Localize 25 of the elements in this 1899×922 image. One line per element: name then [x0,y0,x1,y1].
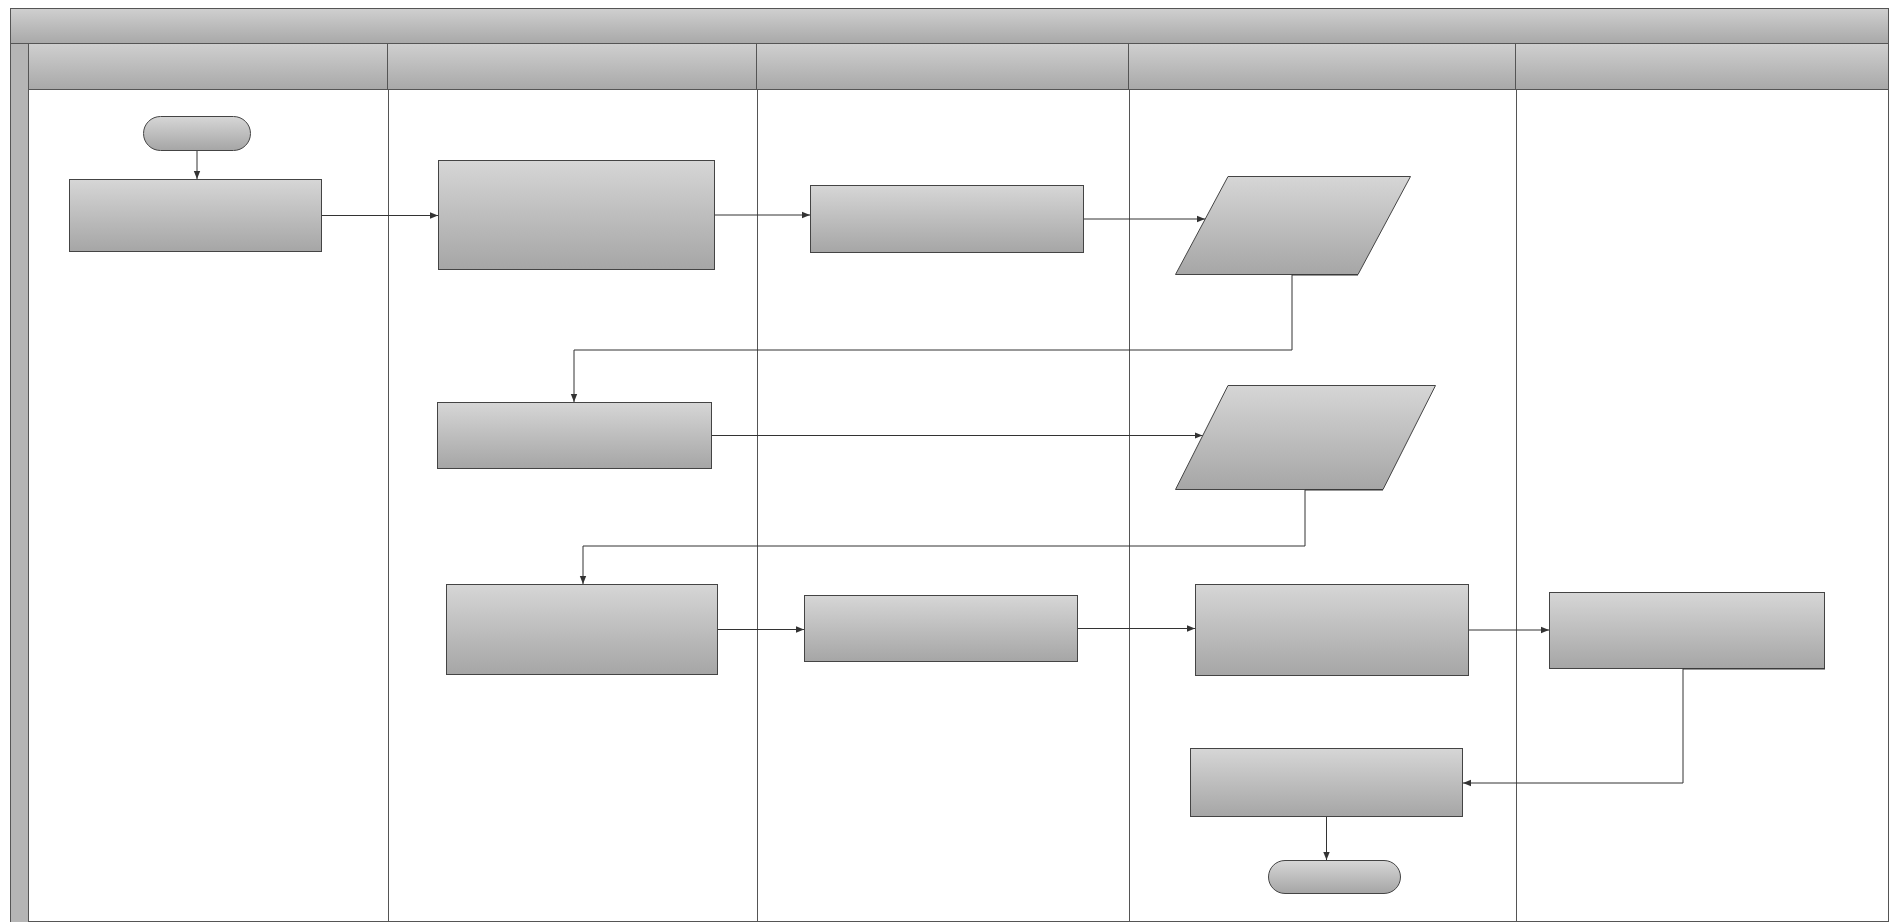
arrow [193,150,201,180]
arrow [1468,626,1550,634]
arrow [579,489,1384,585]
terminator-pill [143,116,251,151]
data-parallelogram [1175,176,1411,275]
process-box [437,402,712,469]
process-box [1549,592,1825,669]
arrow [1083,215,1206,223]
process-box [810,185,1084,253]
terminator-pill [1268,860,1401,894]
process-box [804,595,1078,662]
arrow [321,212,439,219]
process-box [438,160,715,270]
process-box [446,584,718,675]
arrow [1077,625,1196,632]
data-parallelogram [1175,385,1436,490]
arrow [717,626,805,633]
arrow [711,432,1203,439]
process-box [69,179,322,252]
arrow [1462,668,1826,787]
process-box [1190,748,1463,817]
arrow [714,211,811,219]
arrow [1323,816,1330,861]
process-box [1195,584,1469,676]
arrow [570,274,1359,403]
